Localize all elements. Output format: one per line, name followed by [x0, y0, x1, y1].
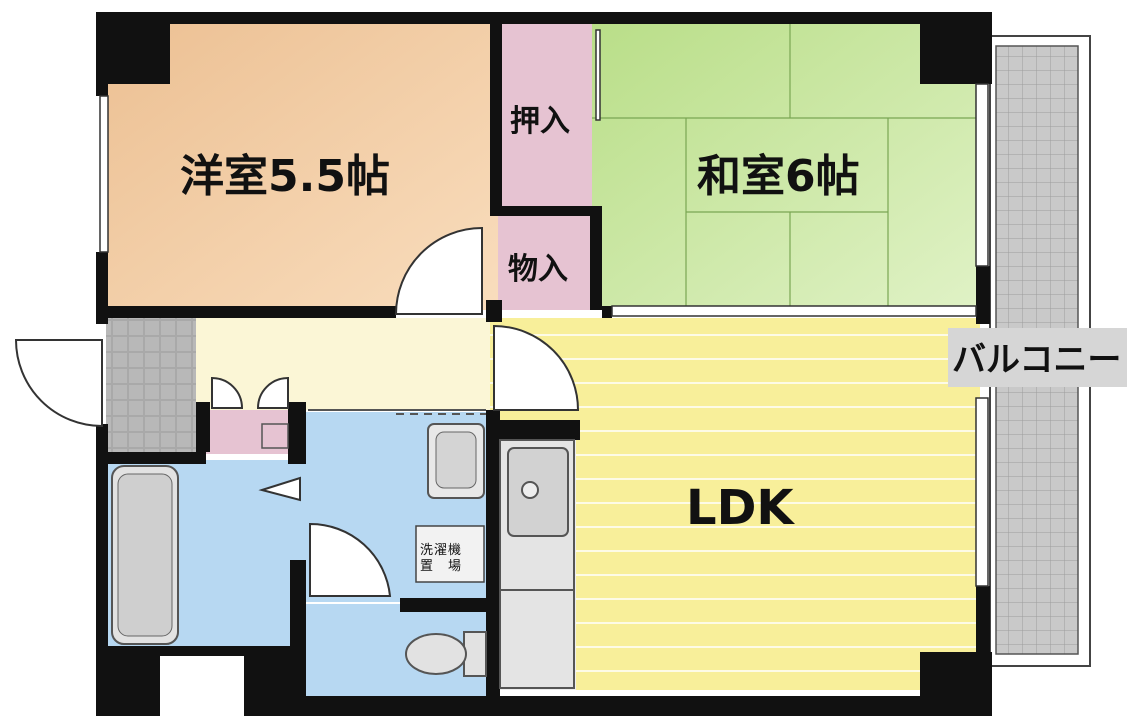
tatami-lines	[592, 22, 980, 310]
monoire-closet	[498, 212, 592, 310]
sliding-door	[308, 409, 486, 415]
kitchen-counter	[499, 439, 575, 689]
toilet	[405, 631, 487, 677]
washer-label-line1: 洗濯機	[420, 543, 463, 558]
washer-space	[415, 525, 485, 583]
balcony-label: バルコニー	[948, 328, 1128, 387]
monoire-label: 物入	[508, 252, 568, 287]
oshiire-closet	[498, 22, 592, 212]
hallway	[196, 318, 490, 410]
oshiire-label: 押入	[510, 104, 570, 139]
western-room-label: 洋室5.5帖	[180, 151, 390, 202]
doors	[14, 226, 580, 597]
ldk-label: LDK	[686, 480, 794, 536]
entrance-tile	[106, 318, 196, 452]
walls	[96, 12, 992, 716]
washer-label: 洗濯機 置 場	[420, 543, 462, 575]
windows	[99, 29, 989, 587]
japanese-room-label: 和室6帖	[697, 151, 860, 202]
washer-label-line2: 置 場	[420, 559, 463, 574]
japanese-room	[592, 22, 980, 310]
